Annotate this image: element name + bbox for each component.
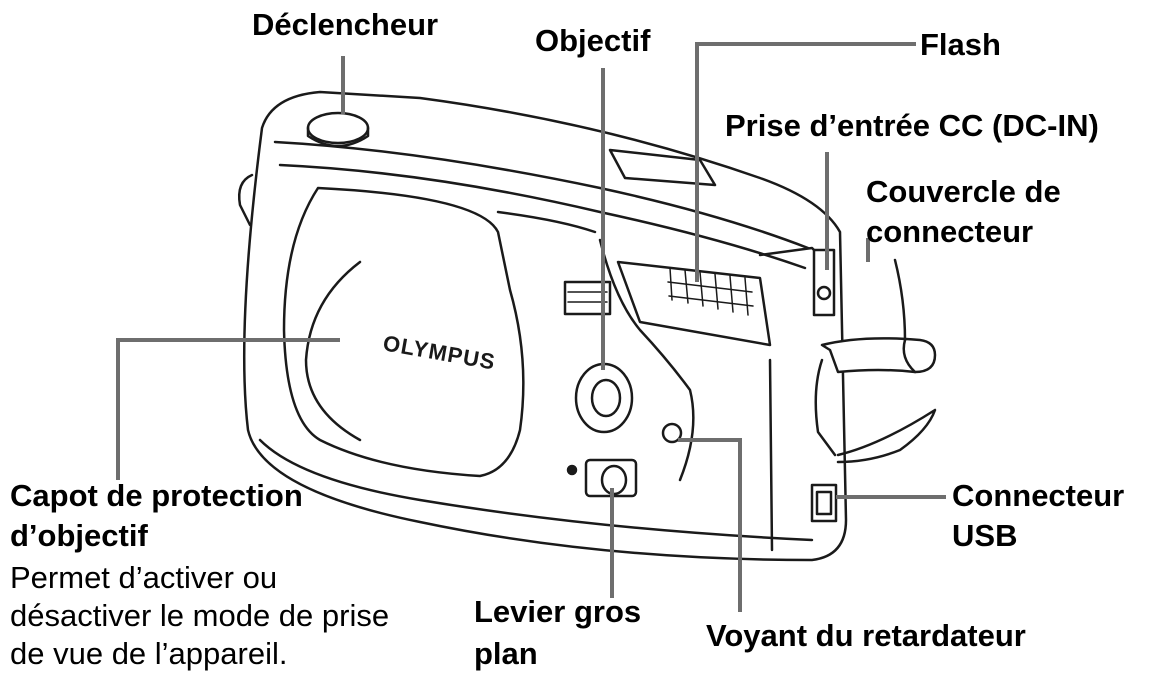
strap-lug [238, 173, 254, 227]
capot-description-line1: Permet d’activer ou [10, 560, 278, 595]
label-capot-line1: Capot de protection [10, 478, 303, 513]
leader-capot [116, 338, 340, 480]
dc-in-jack [812, 248, 836, 317]
label-flash: Flash [920, 27, 1001, 62]
label-connecteur-usb-line1: Connecteur [952, 478, 1125, 513]
leader-lines [116, 42, 946, 612]
label-capot-line2: d’objectif [10, 518, 148, 553]
label-declencheur: Déclencheur [252, 7, 439, 42]
lens-cover [282, 186, 525, 478]
leader-flash [695, 42, 916, 282]
connector-cover [820, 337, 937, 374]
label-prise-dc: Prise d’entrée CC (DC-IN) [725, 108, 1099, 143]
flash-housing-top [608, 148, 717, 187]
label-couvercle-line2: connecteur [866, 214, 1034, 249]
label-couvercle-line1: Couvercle de [866, 174, 1061, 209]
usb-port [810, 483, 838, 523]
capot-description-line3: de vue de l’appareil. [10, 636, 288, 671]
top-ridge [273, 140, 810, 250]
self-timer-lamp [661, 422, 683, 444]
flash-grid [667, 267, 754, 316]
camera-illustration [238, 90, 937, 562]
front-panel [598, 238, 695, 482]
top-ridge-2 [278, 163, 807, 270]
capot-description-line2: désactiver le mode de prise [10, 598, 390, 633]
label-connecteur-usb-line2: USB [952, 518, 1018, 553]
shutter-button [306, 111, 370, 145]
label-voyant: Voyant du retardateur [706, 618, 1026, 653]
leader-voyant [678, 438, 742, 612]
label-objectif: Objectif [535, 23, 651, 58]
lens [574, 362, 634, 434]
label-levier-line1: Levier gros [474, 594, 642, 629]
lens-cover-curve [304, 260, 362, 442]
flash-window [616, 260, 772, 347]
label-levier-line2: plan [474, 636, 538, 671]
